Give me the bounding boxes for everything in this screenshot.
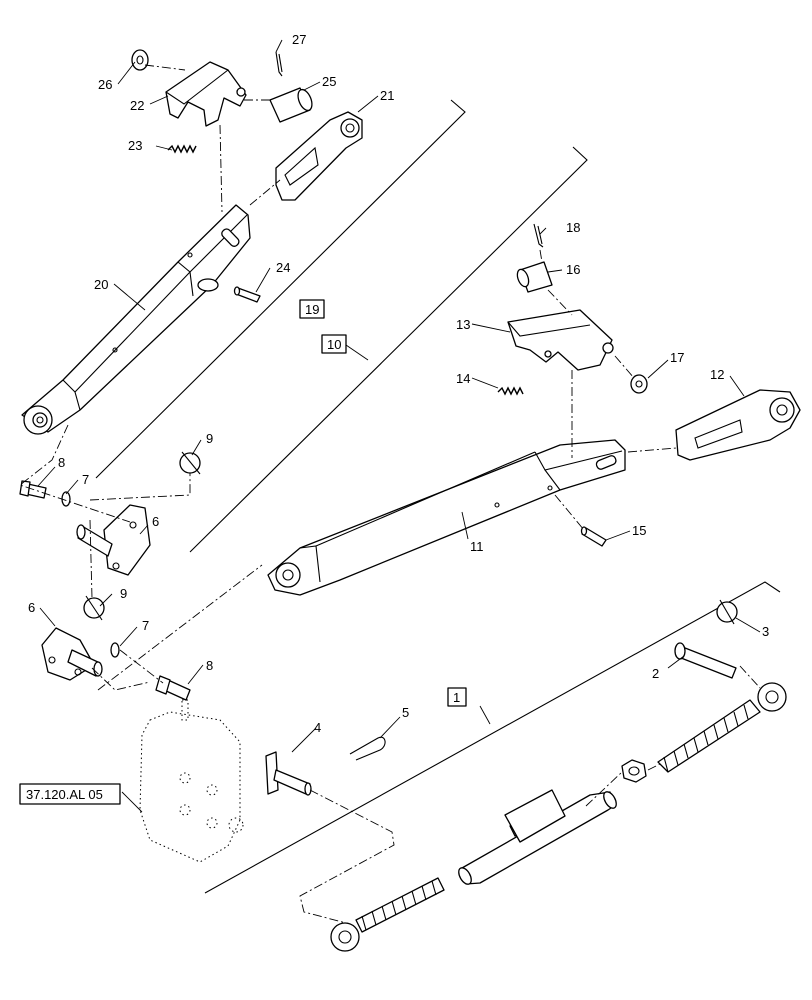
pin-15 (580, 526, 607, 547)
latch-12 (675, 389, 801, 461)
callout-6-upper: 6 (152, 514, 159, 529)
hook-bracket-13 (507, 309, 614, 371)
linch-pin-9-lower (83, 595, 105, 621)
assembly-line (554, 494, 585, 531)
callout-3: 3 (762, 624, 769, 639)
cotter-pin-18 (533, 223, 544, 248)
callout-5: 5 (402, 705, 409, 720)
callout-27: 27 (292, 32, 306, 47)
section-bracket-1 (204, 581, 781, 894)
assembly-line (299, 789, 395, 925)
bracket-pin-4 (265, 751, 312, 796)
washer-26 (131, 49, 149, 71)
assembly-line (739, 665, 761, 689)
callout-13: 13 (456, 317, 470, 332)
boxed-callout-1: 1 (447, 687, 467, 707)
callout-12: 12 (710, 367, 724, 382)
assembly-line (647, 763, 661, 771)
latch-21 (275, 111, 363, 201)
linch-pin-3 (716, 599, 738, 625)
assembly-line (97, 564, 263, 691)
assembly-line (89, 473, 191, 501)
spring-14 (497, 386, 524, 396)
top-link-end-left (330, 877, 445, 952)
callout-2: 2 (652, 666, 659, 681)
callout-16: 16 (566, 262, 580, 277)
callout-26: 26 (98, 77, 112, 92)
callout-8-upper: 8 (58, 455, 65, 470)
washer-7-upper (61, 491, 71, 507)
assembly-line (144, 64, 186, 71)
reference-label: 37.120.AL 05 (26, 787, 103, 802)
callout-22: 22 (130, 98, 144, 113)
reference-box[interactable]: 37.120.AL 05 (19, 783, 121, 805)
lock-nut (621, 759, 647, 783)
housing-outline (139, 699, 244, 863)
callout-6-lower: 6 (28, 600, 35, 615)
bolt-8-lower (155, 675, 191, 701)
assembly-line (547, 289, 573, 316)
assembly-line (219, 124, 223, 213)
assembly-line (585, 771, 623, 807)
callout-9-lower: 9 (120, 586, 127, 601)
callout-15: 15 (632, 523, 646, 538)
callout-18: 18 (566, 220, 580, 235)
lower-link-arm-20 (21, 204, 251, 435)
callout-7-upper: 7 (82, 472, 89, 487)
washer-17 (630, 374, 648, 394)
boxed-callout-10: 10 (321, 334, 369, 361)
spring-23 (167, 144, 197, 154)
pin-16 (516, 261, 553, 293)
bolt-8-upper (19, 480, 47, 499)
linch-pin-9-upper (179, 451, 201, 475)
assembly-line (119, 649, 164, 684)
pin-2 (674, 642, 737, 679)
callout-11: 11 (470, 539, 484, 554)
assembly-line (614, 355, 635, 379)
lower-link-arm-11 (267, 439, 626, 596)
callout-25: 25 (322, 74, 336, 89)
mount-plate-6-lower (41, 627, 103, 681)
top-link-body (458, 789, 617, 885)
linch-pin-5 (349, 736, 386, 761)
callout-17: 17 (670, 350, 684, 365)
assembly-line (89, 519, 93, 599)
assembly-line (19, 424, 131, 523)
hook-bracket-22 (165, 61, 247, 127)
callout-4: 4 (314, 720, 321, 735)
mount-plate-6-upper (76, 504, 151, 576)
assembly-line (539, 249, 543, 263)
callout-7-lower: 7 (142, 618, 149, 633)
callout-20: 20 (94, 277, 108, 292)
boxed-callout-19: 19 (299, 299, 325, 319)
callout-23: 23 (128, 138, 142, 153)
pin-24 (233, 286, 261, 303)
assembly-line (249, 179, 281, 206)
svg-text:1: 1 (453, 690, 460, 705)
callout-21: 21 (380, 88, 394, 103)
callout-14: 14 (456, 371, 470, 386)
section-bracket-19 (95, 99, 466, 479)
svg-text:10: 10 (327, 337, 341, 352)
assembly-line (91, 667, 151, 691)
cotter-pin-27 (275, 51, 283, 77)
callout-24: 24 (276, 260, 290, 275)
pin-25 (269, 87, 313, 123)
assembly-line (627, 447, 677, 453)
callout-8-lower: 8 (206, 658, 213, 673)
top-link-end-right (657, 682, 787, 773)
leader-lines (37, 39, 761, 813)
callout-9-upper: 9 (206, 431, 213, 446)
svg-text:19: 19 (305, 302, 319, 317)
washer-7-lower (110, 642, 120, 658)
section-bracket-10 (189, 146, 588, 553)
